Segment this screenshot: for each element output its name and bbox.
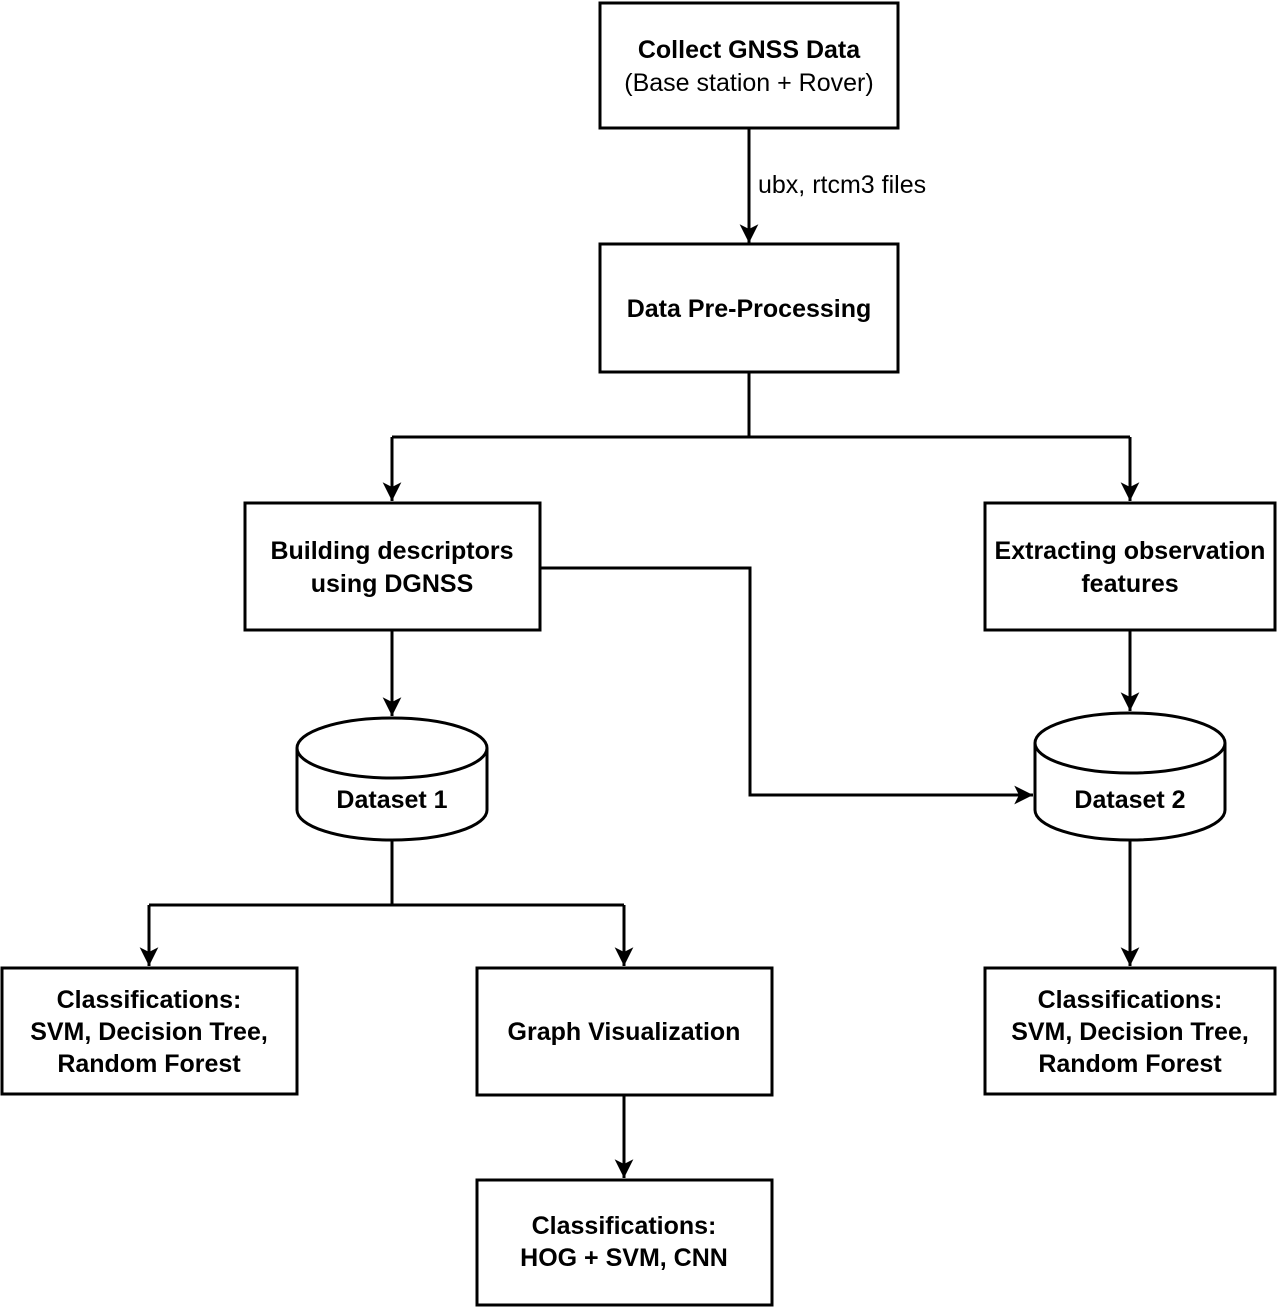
dataset-1-cylinder-lip	[295, 747, 489, 780]
collect-gnss-data-line1: Collect GNSS Data	[638, 36, 861, 64]
graph-visualization-box	[475, 966, 774, 1097]
classifications-dataset-1-box	[0, 966, 299, 1096]
classifications-graph-box	[475, 1178, 774, 1307]
classifications-dataset-2-box	[983, 966, 1277, 1096]
node-graph-visualization: Graph Visualization	[475, 966, 774, 1097]
classifications-dataset-2-line2: SVM, Decision Tree,	[1011, 1018, 1249, 1046]
dataset-2-cylinder	[1033, 711, 1227, 842]
collect-gnss-data-box	[598, 1, 900, 130]
data-pre-processing-label: Data Pre-Processing	[627, 295, 872, 323]
edge-preprocessing-split-trunk	[392, 372, 1130, 439]
node-dataset-2: Dataset 2	[1033, 711, 1227, 842]
extracting-observation-features-line1: Extracting observation	[995, 537, 1266, 565]
node-extracting-observation-features: Extracting observation features	[983, 501, 1277, 632]
node-classifications-graph: Classifications: HOG + SVM, CNN	[475, 1178, 774, 1307]
edges: ubx, rtcm3 files	[139, 128, 1140, 1178]
edge-label-ubx-rtcm3-files: ubx, rtcm3 files	[758, 171, 926, 199]
edge-dataset-1-split-trunk	[149, 840, 624, 907]
classifications-graph-line1: Classifications:	[532, 1212, 717, 1240]
building-descriptors-line1: Building descriptors	[270, 537, 513, 565]
classifications-dataset-1-line3: Random Forest	[57, 1050, 241, 1078]
collect-gnss-data-line2: (Base station + Rover)	[624, 69, 873, 97]
node-data-pre-processing: Data Pre-Processing	[598, 242, 900, 374]
node-building-descriptors: Building descriptors using DGNSS	[243, 501, 542, 632]
node-dataset-1: Dataset 1	[295, 716, 489, 842]
edge-building-descriptors-to-dataset-2	[540, 566, 1033, 805]
classifications-dataset-2-line1: Classifications:	[1038, 986, 1223, 1014]
node-classifications-dataset-1: Classifications: SVM, Decision Tree, Ran…	[0, 966, 299, 1096]
building-descriptors-line2: using DGNSS	[311, 570, 474, 598]
classifications-dataset-2-line3: Random Forest	[1038, 1050, 1222, 1078]
classifications-graph-line2: HOG + SVM, CNN	[520, 1244, 728, 1272]
classifications-dataset-1-line2: SVM, Decision Tree,	[30, 1018, 268, 1046]
data-pre-processing-box	[598, 242, 900, 374]
extracting-observation-features-line2: features	[1081, 570, 1178, 598]
dataset-2-label: Dataset 2	[1074, 786, 1185, 814]
building-descriptors-box	[243, 501, 542, 632]
node-collect-gnss-data: Collect GNSS Data (Base station + Rover)	[598, 1, 900, 130]
classifications-dataset-1-line1: Classifications:	[57, 986, 242, 1014]
dataset-1-label: Dataset 1	[336, 786, 447, 814]
node-classifications-dataset-2: Classifications: SVM, Decision Tree, Ran…	[983, 966, 1277, 1096]
dataset-2-cylinder-lip	[1033, 742, 1227, 775]
graph-visualization-label: Graph Visualization	[508, 1018, 741, 1046]
extracting-observation-features-box	[983, 501, 1277, 632]
